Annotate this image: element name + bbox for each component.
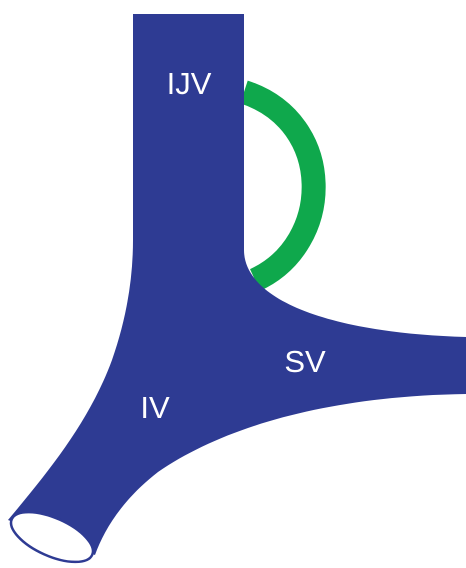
iv-lumen-opening xyxy=(9,510,95,564)
ijv-label: IJV xyxy=(167,66,212,101)
graft-arc xyxy=(239,80,326,291)
vein-body xyxy=(8,14,466,555)
iv-label: IV xyxy=(140,390,170,425)
sv-label: SV xyxy=(284,344,326,379)
